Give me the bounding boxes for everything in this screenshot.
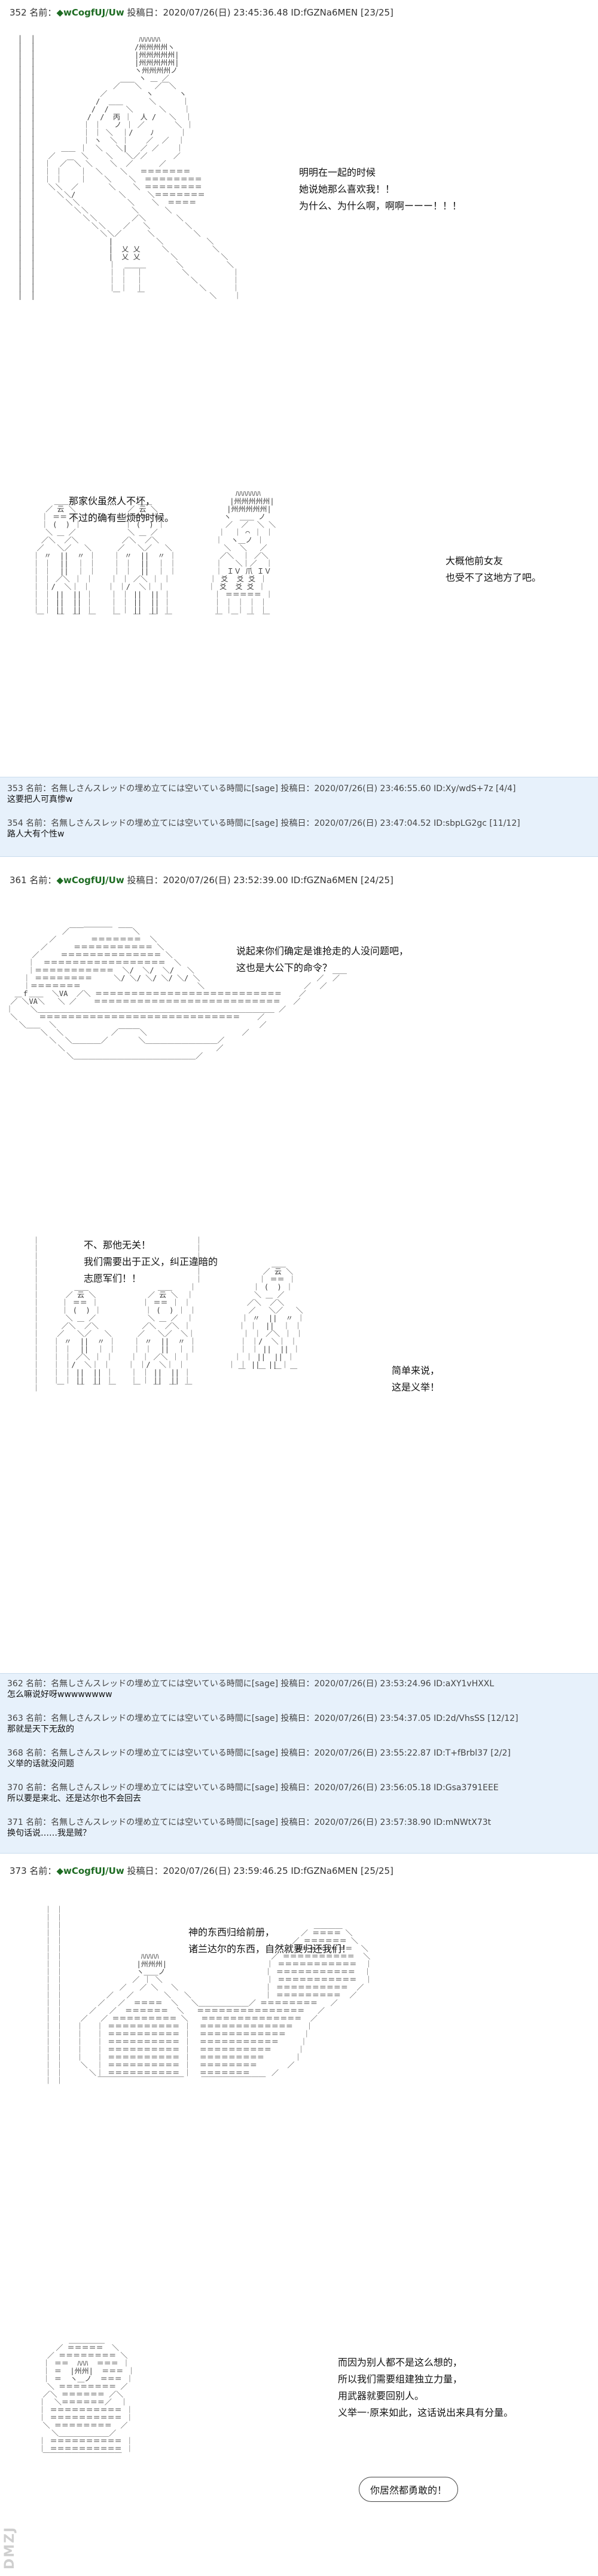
speech-line: 明明在一起的时候 <box>299 167 376 178</box>
speech-text-5: 不、那他无关！ 我们需要出于正义，纠正違暗的志愿军们！！ <box>84 1237 218 1287</box>
comment-body: 所以要是来北、还是达尔也不会回去 <box>7 1794 141 1803</box>
speech-line: 义举一·原来如此，这话说出来具有分量。 <box>338 2407 514 2418</box>
comment-header: 362 名前：名無しさんスレッドの埋め立てには空いている時間に[sage] 投稿… <box>7 1679 495 1689</box>
speech-text-1: 明明在一起的时候她说她那么喜欢我！！ 为什么、为什么啊，啊啊ーーー！！！ <box>299 164 462 215</box>
comment-body: 义举的话就没问题 <box>7 1759 74 1769</box>
comment-353: 353 名前：名無しさんスレッドの埋め立てには空いている時間に[sage] 投稿… <box>7 783 516 805</box>
speech-line: 志愿军们！！ <box>84 1273 142 1284</box>
speech-line: 这也是大公下的命令？ <box>236 962 332 973</box>
speech-line: 神的东西归给前册， <box>188 1926 275 1938</box>
speech-line: 说起来你们确定是谁抢走的人没问题吧， <box>236 945 409 957</box>
ascii-art-panel-6: ＿＿＿＿＿ ／ ＝＝＝＝＝ ＼ ／ ＝＝＝＝＝＝＝＝ ＼ ｜ ＝＝ ﾊﾊﾊ ＝＝… <box>38 2336 135 2461</box>
comment-header: 353 名前：名無しさんスレッドの埋め立てには空いている時間に[sage] 投稿… <box>7 784 516 794</box>
comment-body: 那就是天下无敌的 <box>7 1725 74 1734</box>
post-header: 352 名前：◆wCogfUJ/Uw 投稿日：2020/07/26(日) 23:… <box>10 6 393 19</box>
speech-line: 而因为别人都不是这么想的， <box>338 2357 463 2368</box>
post-date: 投稿日：2020/07/26(日) 23:52:39.00 ID:fGZNa6M… <box>127 875 393 886</box>
ascii-art-panel-3: ＿＿＿＿ ／￣￣ ￣￣＼ ／ ＝＝＝＝＝＝＝ ＼ ／ ＝＝＝＝＝＝＝＝＝＝＝ ＼… <box>6 920 347 1060</box>
speech-line: 这是义举！ <box>392 1382 440 1393</box>
speech-text-4: 说起来你们确定是谁抢走的人没问题吧， 这也是大公下的命令？ <box>236 943 408 976</box>
speech-line: 用武器就要回别人。 <box>338 2390 425 2402</box>
comment-371: 371 名前：名無しさんスレッドの埋め立てには空いている時間に[sage] 投稿… <box>7 1817 491 1839</box>
speech-line: 诸兰达尔的东西，自然就要归还我们！ <box>188 1943 352 1955</box>
speech-text-2: 那家伙虽然人不坏， 不过的确有些烦的时候。 <box>69 493 174 526</box>
comment-body: 换句话说……我是贼？ <box>7 1828 91 1838</box>
speech-text-3: 大概他前女友也受不了这地方了吧。 <box>446 553 541 586</box>
post-number: 361 <box>10 875 27 886</box>
speech-line: 我们需要出于正义，纠正違暗的 <box>84 1256 218 1267</box>
speech-line: 不过的确有些烦的时候。 <box>69 512 175 523</box>
speech-line: 不、那他无关！ <box>84 1239 151 1251</box>
comment-header: 363 名前：名無しさんスレッドの埋め立てには空いている時間に[sage] 投稿… <box>7 1714 518 1723</box>
comment-362: 362 名前：名無しさんスレッドの埋め立てには空いている時間に[sage] 投稿… <box>7 1678 494 1700</box>
speech-line: 她说她那么喜欢我！！ <box>299 183 395 195</box>
name-label: 名前： <box>29 875 57 886</box>
comment-363: 363 名前：名無しさんスレッドの埋め立てには空いている時間に[sage] 投稿… <box>7 1713 518 1735</box>
comment-header: 368 名前：名無しさんスレッドの埋め立てには空いている時間に[sage] 投稿… <box>7 1748 511 1758</box>
comment-368: 368 名前：名無しさんスレッドの埋め立てには空いている時間に[sage] 投稿… <box>7 1748 511 1769</box>
comment-header: 354 名前：名無しさんスレッドの埋め立てには空いている時間に[sage] 投稿… <box>7 819 520 828</box>
ascii-art-panel-5: ｜ ｜ ｜ ｜ ｜ ｜ ＿＿＿＿ ｜ ｜ ／ ＝＝＝＝ ＼ ｜ ｜ <box>44 1906 373 2085</box>
speech-line: 简单来说， <box>392 1365 440 1376</box>
speech-bubble: 你居然都勇敢的！ <box>359 2477 459 2502</box>
comment-body: 路人大有个性w <box>7 829 65 839</box>
speech-text-7: 神的东西归给前册， 诸兰达尔的东西，自然就要归还我们！ <box>188 1924 351 1958</box>
speech-line: 为什么、为什么啊，啊啊ーーー！！！ <box>299 200 462 212</box>
speech-text-6: 简单来说， 这是义举！ <box>392 1362 440 1396</box>
post-header: 373 名前：◆wCogfUJ/Uw 投稿日：2020/07/26(日) 23:… <box>10 1864 393 1877</box>
ascii-art-panel-4: ｜ ｜ ｜ ｜ ｜ ｜ ｜ ｜ ＿＿ ｜ <box>32 1236 305 1392</box>
speech-line: 也受不了这地方了吧。 <box>446 572 542 583</box>
comment-body: 这要把人可真惨w <box>7 795 73 804</box>
comment-370: 370 名前：名無しさんスレッドの埋め立てには空いている時間に[sage] 投稿… <box>7 1782 499 1804</box>
post-352: 352 名前：◆wCogfUJ/Uw 投稿日：2020/07/26(日) 23:… <box>0 0 598 777</box>
post-date: 投稿日：2020/07/26(日) 23:45:36.48 ID:fGZNa6M… <box>127 7 393 18</box>
poster-name[interactable]: ◆wCogfUJ/Uw <box>56 1866 124 1876</box>
speech-text-8: 而因为别人都不是这么想的， 所以我们需要组建独立力量， 用武器就要回别人。义举一·原… <box>338 2354 513 2421</box>
speech-line: 那家伙虽然人不坏， <box>69 495 155 507</box>
post-number: 352 <box>10 7 27 18</box>
post-361: 361 名前：◆wCogfUJ/Uw 投稿日：2020/07/26(日) 23:… <box>0 866 598 1673</box>
comment-block-1: 353 名前：名無しさんスレッドの埋め立てには空いている時間に[sage] 投稿… <box>0 777 598 857</box>
poster-name[interactable]: ◆wCogfUJ/Uw <box>56 875 124 886</box>
name-label: 名前： <box>29 1866 57 1876</box>
post-373: 373 名前：◆wCogfUJ/Uw 投稿日：2020/07/26(日) 23:… <box>0 1858 598 2575</box>
watermark-logo: DMZJ <box>2 2526 17 2569</box>
comment-block-2: 362 名前：名無しさんスレッドの埋め立てには空いている時間に[sage] 投稿… <box>0 1673 598 1854</box>
ascii-art-panel-2: ﾊﾊﾊﾊﾊﾊﾊ ＿＿ ＿＿ |州州州州州| ／ 云 ＼ ／ 云 ＼ |州州州州州… <box>32 489 276 622</box>
comment-354: 354 名前：名無しさんスレッドの埋め立てには空いている時間に[sage] 投稿… <box>7 818 520 840</box>
comment-header: 370 名前：名無しさんスレッドの埋め立てには空いている時間に[sage] 投稿… <box>7 1783 499 1793</box>
name-label: 名前： <box>29 7 57 18</box>
speech-line: 大概他前女友 <box>446 555 504 566</box>
post-number: 373 <box>10 1866 27 1876</box>
post-header: 361 名前：◆wCogfUJ/Uw 投稿日：2020/07/26(日) 23:… <box>10 874 393 886</box>
comment-header: 371 名前：名無しさんスレッドの埋め立てには空いている時間に[sage] 投稿… <box>7 1818 492 1827</box>
poster-name[interactable]: ◆wCogfUJ/Uw <box>56 7 124 18</box>
ascii-art-panel-1: │ │ ﾊﾊﾊﾊﾊﾊ │ │ /州州州州ヽ │ │ |州州州州州| │ │ |州… <box>18 35 242 300</box>
post-date: 投稿日：2020/07/26(日) 23:59:46.25 ID:fGZNa6M… <box>127 1866 393 1876</box>
speech-line: 所以我们需要组建独立力量， <box>338 2373 463 2385</box>
comment-body: 怎么嘛说好呀wwwwwwww <box>7 1690 112 1699</box>
